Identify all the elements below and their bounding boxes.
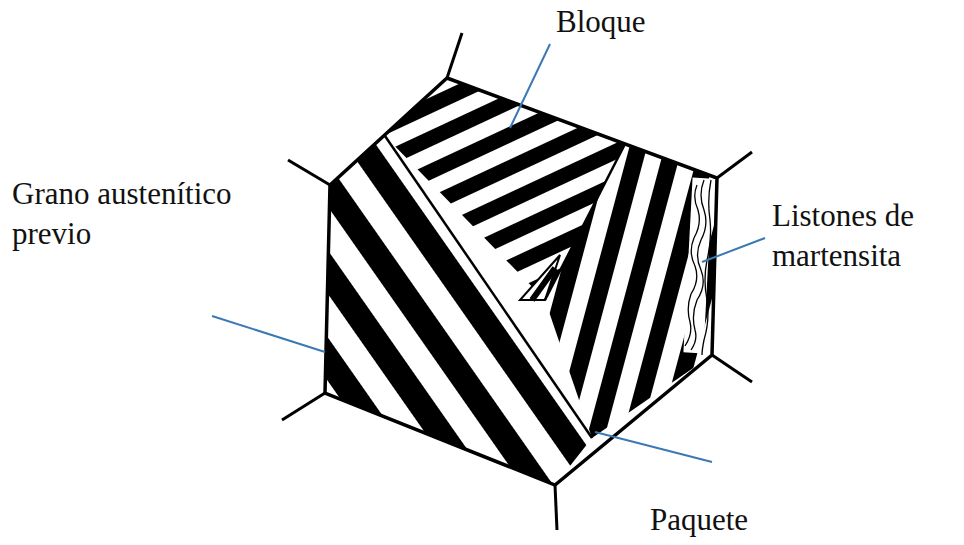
lath-lines (685, 180, 711, 355)
grain-label: Grano austenítico previo (12, 174, 267, 253)
block-label: Bloque (556, 2, 716, 42)
right-packet (545, 144, 717, 438)
leader-lines (212, 44, 765, 462)
inner-stripe (532, 268, 555, 300)
grain-boundary-extensions (282, 33, 752, 530)
lath-label: Listones de martensita (772, 196, 956, 275)
prior-austenite-grain (325, 78, 717, 485)
packet-boundaries (385, 136, 625, 438)
inner-packet (520, 255, 560, 300)
packet-label: Paquete (650, 500, 810, 540)
